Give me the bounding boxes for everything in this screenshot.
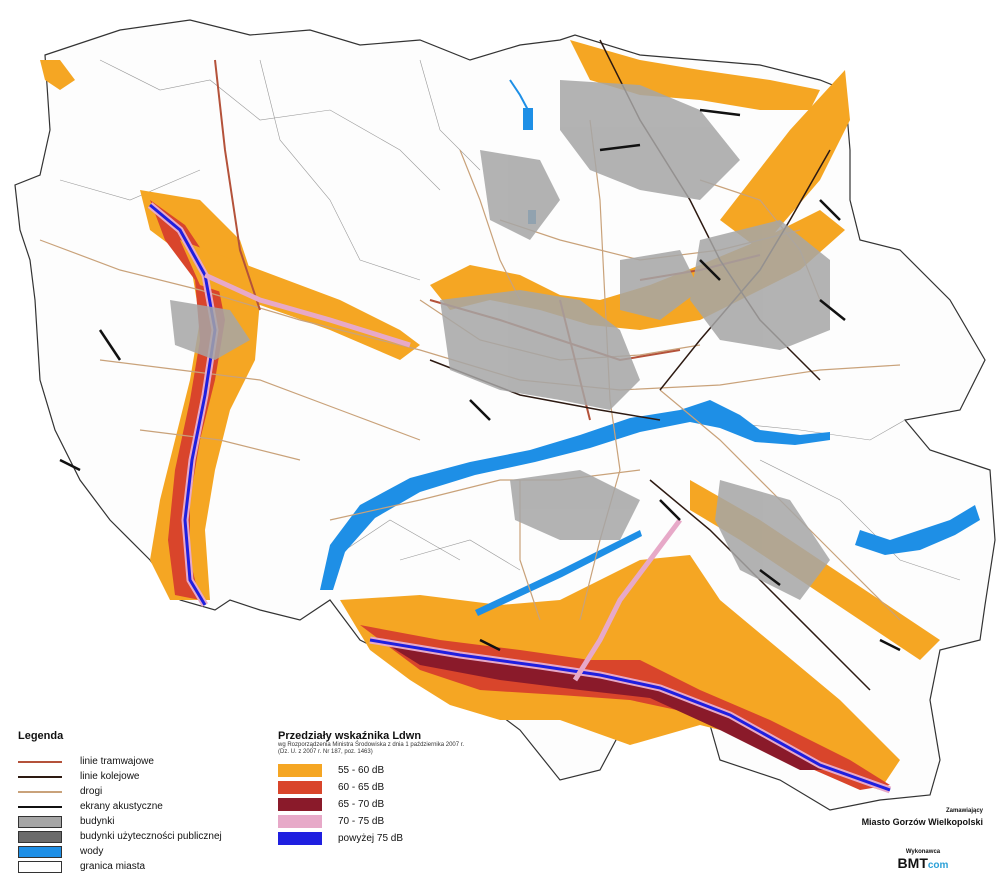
noise-band-item: powyżej 75 dB <box>278 830 578 846</box>
water-icon <box>18 845 62 858</box>
legend-item-label: drogi <box>80 786 103 797</box>
client-caption: Zamawiający <box>945 808 983 814</box>
noise-band-item: 60 - 65 dB <box>278 779 578 795</box>
pond-north <box>523 108 533 130</box>
noise-band-label: 70 - 75 dB <box>338 815 385 827</box>
legend-item: budynki <box>18 814 268 829</box>
legend-item: drogi <box>18 784 268 799</box>
noise-band-items: 55 - 60 dB 60 - 65 dB 65 - 70 dB 70 - 75 dB… <box>278 762 578 846</box>
legend-item-label: ekrany akustyczne <box>80 801 163 812</box>
noise-bands-title: Przedziały wskaźnika Ldwn <box>278 730 422 742</box>
noise-band-item: 70 - 75 dB <box>278 813 578 829</box>
noise-band-swatch <box>278 797 322 811</box>
noise-band-swatch <box>278 831 322 845</box>
public-building-icon <box>18 830 62 843</box>
legend-item: linie tramwajowe <box>18 754 268 769</box>
contractor-logo: BMTcom <box>823 855 983 871</box>
tram-line-icon <box>18 756 62 768</box>
noise-barrier-icon <box>18 801 62 813</box>
noise-zone-south-65 <box>380 640 830 770</box>
contractor-caption: Wykonawca <box>905 849 941 855</box>
noise-band-swatch <box>278 814 322 828</box>
legend-item: budynki użyteczności publicznej <box>18 829 268 844</box>
stream-north <box>509 79 529 111</box>
client-name: Miasto Gorzów Wielkopolski <box>861 817 983 827</box>
legend-items: linie tramwajowe linie kolejowe drogi ekran… <box>18 754 268 874</box>
legend-item: granica miasta <box>18 859 268 874</box>
river-east <box>855 505 980 555</box>
legend-title: Legenda <box>18 730 64 742</box>
noise-bands-subtitle-1: wg Rozporządzenia Ministra Środowiska z … <box>278 742 465 748</box>
built-up-areas <box>170 80 830 600</box>
motorway <box>147 202 892 794</box>
credits-panel: Zamawiający Miasto Gorzów Wielkopolski W… <box>823 808 983 871</box>
noise-band-label: powyżej 75 dB <box>338 832 404 844</box>
legend-item-label: wody <box>80 846 104 857</box>
legend-item-label: granica miasta <box>80 861 146 872</box>
noise-zone-northwest-55 <box>40 60 75 90</box>
legend-item: linie kolejowe <box>18 769 268 784</box>
noise-bands-panel: Przedziały wskaźnika Ldwn wg Rozporządze… <box>278 730 578 846</box>
legend-item-label: budynki <box>80 816 115 827</box>
legend-item-label: linie tramwajowe <box>80 756 154 767</box>
legend-item: wody <box>18 844 268 859</box>
noise-band-label: 60 - 65 dB <box>338 781 385 793</box>
legend-item: ekrany akustyczne <box>18 799 268 814</box>
noise-band-item: 55 - 60 dB <box>278 762 578 778</box>
contractor-logo-text: BMT <box>897 855 928 871</box>
building-icon <box>18 815 62 828</box>
city-boundary-icon <box>18 860 62 873</box>
noise-barriers <box>59 108 901 652</box>
noise-band-swatch <box>278 780 322 794</box>
river-warta <box>320 400 830 590</box>
road-icon <box>18 786 62 798</box>
legend-item-label: linie kolejowe <box>80 771 140 782</box>
noise-band-swatch <box>278 763 322 777</box>
noise-band-label: 55 - 60 dB <box>338 764 385 776</box>
canal <box>475 530 642 616</box>
noise-band-item: 65 - 70 dB <box>278 796 578 812</box>
legend-item-label: budynki użyteczności publicznej <box>80 831 222 842</box>
noise-band-label: 65 - 70 dB <box>338 798 385 810</box>
noise-zone-northeast-55 <box>720 70 850 250</box>
noise-bands-subtitle-2: (Dz. U. z 2007 r. Nr 187, poz. 1463) <box>278 749 373 755</box>
rail-line-icon <box>18 771 62 783</box>
contractor-logo-suffix: com <box>927 860 949 871</box>
legend-panel: Legenda linie tramwajowe linie kolejowe dr… <box>18 730 268 874</box>
